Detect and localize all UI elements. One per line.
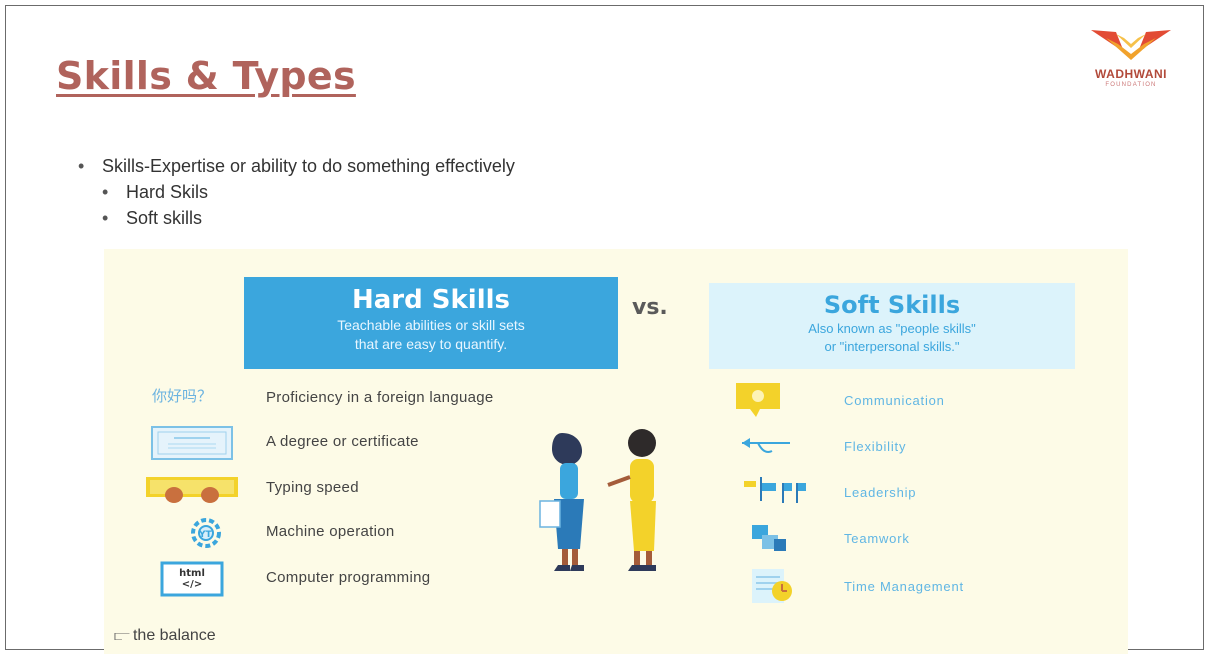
machine-gear-icon: YT [144,515,240,551]
wadhwani-bird-icon [1091,30,1171,60]
hard-skill-item: 你好吗？ Proficiency in a foreign language [104,381,624,421]
hard-skills-subtitle-2: that are easy to quantify. [354,336,508,352]
hard-skills-header: Hard Skills Teachable abilities or skill… [244,277,618,369]
clock-icon [734,567,794,603]
soft-skills-header: Soft Skills Also known as "people skills… [709,283,1075,369]
flexibility-arrows-icon [734,427,794,463]
hard-skill-label: Machine operation [266,523,395,540]
certificate-icon [144,425,240,461]
svg-text:YT: YT [198,530,213,540]
hard-vs-soft-infographic: Hard Skills Teachable abilities or skill… [104,249,1128,654]
puzzle-icon [734,519,794,555]
soft-skill-label: Teamwork [844,531,910,546]
keyboard-icon [144,471,240,507]
the-balance-logo-icon: ⫍ [114,627,130,644]
brand-name: the balance [132,627,216,644]
language-icon: 你好吗？ [144,381,240,417]
hard-skill-label: A degree or certificate [266,433,419,450]
code-icon-text: html </> [179,568,205,590]
hard-skill-label: Computer programming [266,569,431,586]
hard-skills-subtitle-1: Teachable abilities or skill sets [337,317,525,333]
soft-skill-item: Teamwork [734,519,1074,559]
hard-skill-item: A degree or certificate [104,425,624,465]
soft-skills-subtitle-1: Also known as "people skills" [808,321,976,336]
soft-skill-item: Time Management [734,567,1074,607]
code-icon: html </> [144,561,240,597]
soft-skill-item: Flexibility [734,427,1074,467]
flags-icon [734,473,806,509]
slide-title: Skills & Types [56,54,356,98]
bullet-soft-skills: Soft skills [78,205,515,231]
logo-subtitle: FOUNDATION [1105,82,1157,88]
soft-skills-title: Soft Skills [823,291,961,319]
the-balance-brand: ⫍the balance [114,627,216,645]
hard-skill-item: Typing speed [104,471,624,511]
hard-skill-item: html </> Computer programming [104,561,624,601]
bullet-hard-skills: Hard Skils [78,179,515,205]
soft-skill-label: Leadership [844,485,917,500]
soft-skill-label: Time Management [844,579,964,594]
slide: Skills & Types WADHWANI FOUNDATION Skill… [5,5,1204,654]
soft-skill-item: Communication [734,381,1074,421]
vs-label: vs. [632,295,668,320]
logo-name: WADHWANI [1095,67,1167,81]
language-icon-text: 你好吗？ [152,387,213,405]
soft-skill-label: Communication [844,393,945,408]
bullet-skills-definition: Skills-Expertise or ability to do someth… [78,153,515,179]
soft-skill-label: Flexibility [844,439,907,454]
hard-skills-title: Hard Skills [351,285,511,315]
speech-bubble-icon [734,381,794,417]
hard-skill-item: YT Machine operation [104,515,624,555]
wadhwani-logo: WADHWANI FOUNDATION [1076,24,1186,104]
soft-skill-item: Leadership [734,473,1074,513]
soft-skills-subtitle-2: or "interpersonal skills." [824,339,960,354]
hard-skill-label: Proficiency in a foreign language [266,389,494,406]
bullet-list: Skills-Expertise or ability to do someth… [78,153,515,231]
two-people-illustration [539,429,656,571]
hard-skill-label: Typing speed [266,479,359,496]
